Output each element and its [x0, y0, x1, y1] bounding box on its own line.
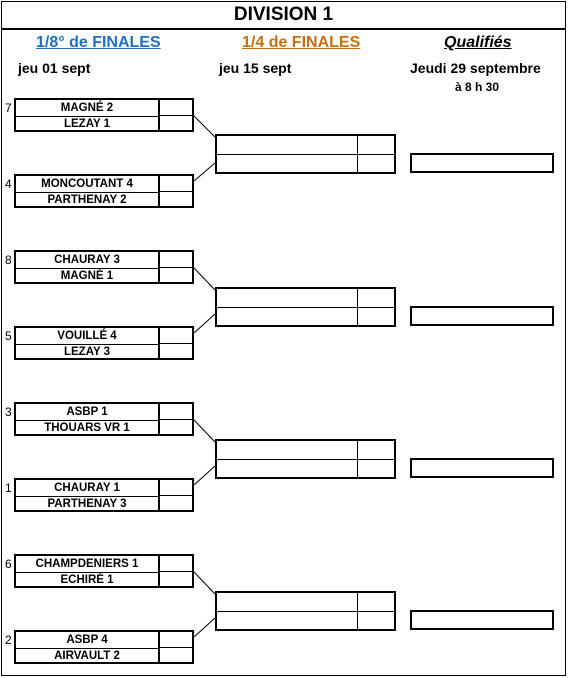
seed-number: 3: [5, 405, 12, 419]
match-box: MAGNÉ 2 LEZAY 1: [14, 98, 194, 132]
team-name: MAGNÉ 2: [16, 100, 158, 117]
team-name: ASBP 1: [16, 404, 158, 421]
score-cell: [158, 554, 194, 588]
match-box: CHAURAY 3 MAGNÉ 1: [14, 250, 194, 284]
team-name: PARTHENAY 2: [47, 194, 127, 206]
qualified-box: [410, 153, 554, 173]
qualified-box: [410, 306, 554, 326]
match-box: ASBP 4 AIRVAULT 2: [14, 630, 194, 664]
quarter-finals-date: jeu 15 sept: [219, 60, 292, 76]
seed-number: 6: [5, 557, 12, 571]
team-name: ASBP 4: [16, 632, 158, 649]
team-name: AIRVAULT 2: [54, 650, 120, 662]
page-title: DIVISION 1: [1, 1, 566, 30]
team-name: PARTHENAY 3: [47, 498, 127, 510]
team-name: MONCOUTANT 4: [16, 176, 158, 193]
team-name: CHAMPDENIERS 1: [16, 556, 158, 573]
quarter-final-box: [215, 287, 396, 327]
match-box: MONCOUTANT 4 PARTHENAY 2: [14, 174, 194, 208]
qualified-box: [410, 458, 554, 478]
score-cell: [158, 630, 194, 664]
match-box: CHAURAY 1 PARTHENAY 3: [14, 478, 194, 512]
quarter-final-box: [215, 134, 396, 174]
quarter-final-box: [215, 439, 396, 479]
seed-number: 8: [5, 253, 12, 267]
team-name: CHAURAY 1: [16, 480, 158, 497]
qualified-heading: Qualifiés: [444, 34, 512, 51]
team-name: THOUARS VR 1: [44, 422, 130, 434]
seed-number: 5: [5, 329, 12, 343]
team-name: VOUILLÉ 4: [16, 328, 158, 345]
quarter-final-box: [215, 591, 396, 631]
score-cell: [158, 98, 194, 132]
match-box: ASBP 1 THOUARS VR 1: [14, 402, 194, 436]
team-name: MAGNÉ 1: [60, 270, 114, 282]
seed-number: 7: [5, 101, 12, 115]
round-of-16-date: jeu 01 sept: [18, 60, 91, 76]
qualified-date: Jeudi 29 septembre: [410, 60, 541, 76]
score-cell: [158, 402, 194, 436]
quarter-finals-heading: 1/4 de FINALES: [242, 34, 361, 51]
score-cell: [158, 478, 194, 512]
seed-number: 1: [5, 481, 12, 495]
score-cell: [158, 250, 194, 284]
seed-number: 4: [5, 177, 12, 191]
seed-number: 2: [5, 633, 12, 647]
round-of-16-heading: 1/8° de FINALES: [36, 34, 161, 51]
qualified-box: [410, 610, 554, 630]
score-cell: [158, 326, 194, 360]
score-cell: [158, 174, 194, 208]
team-name: LEZAY 3: [63, 346, 111, 358]
team-name: LEZAY 1: [63, 118, 111, 130]
team-name: ECHIRÉ 1: [60, 574, 114, 586]
match-box: CHAMPDENIERS 1 ECHIRÉ 1: [14, 554, 194, 588]
qualified-time: à 8 h 30: [455, 80, 500, 94]
match-box: VOUILLÉ 4 LEZAY 3: [14, 326, 194, 360]
team-name: CHAURAY 3: [16, 252, 158, 269]
